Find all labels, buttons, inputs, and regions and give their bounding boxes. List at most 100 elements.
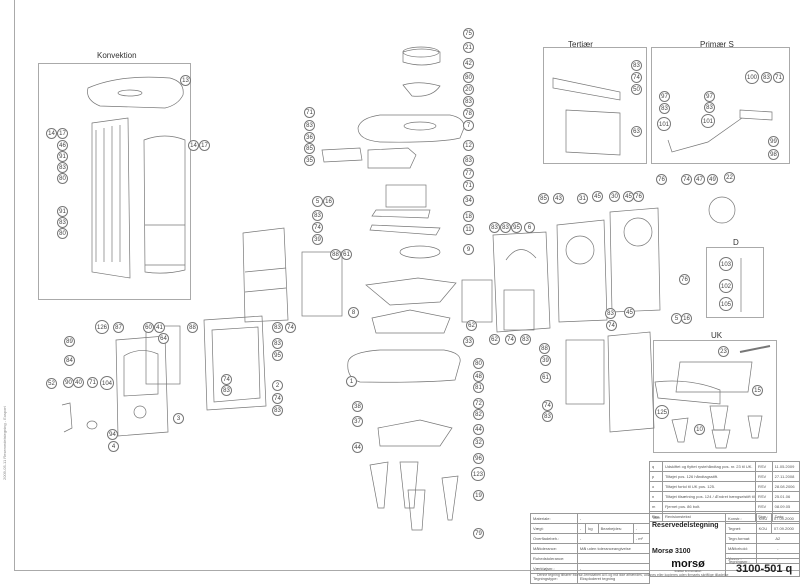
bearbejdes-value: - [632, 523, 651, 534]
part-number-balloon: 105 [719, 297, 733, 311]
part-number-balloon: 47 [694, 174, 705, 185]
part-number-balloon: 83 [272, 322, 283, 333]
part-leg-4 [441, 475, 459, 521]
part-number-balloon: 16 [323, 196, 334, 207]
part-leg-1 [369, 461, 389, 509]
part-number-balloon: 16 [681, 313, 692, 324]
part-number-balloon: 78 [463, 108, 474, 119]
part-number-balloon: 33 [463, 336, 474, 347]
part-number-balloon: 32 [473, 437, 484, 448]
part-number-balloon: 62 [466, 320, 477, 331]
part-door-frame [203, 315, 267, 411]
part-number-balloon: 76 [656, 174, 667, 185]
part-uk-grate [675, 361, 753, 393]
part-uk-leg-2 [709, 405, 729, 431]
part-top-cover [87, 76, 184, 109]
rev-text: Tilføjet tilsætning pos. 124 / Ændret hæ… [661, 491, 756, 502]
morso-logo: morsø kvalitet & innovation [664, 559, 712, 574]
rev-date: 08.09.05 [771, 501, 800, 512]
part-number-balloon: 101 [701, 114, 715, 128]
part-knob [86, 420, 98, 430]
rev-code: m [649, 501, 663, 512]
part-number-balloon: 42 [463, 58, 474, 69]
part-number-balloon: 83 [520, 334, 531, 345]
part-number-balloon: 21 [463, 42, 474, 53]
part-number-balloon: 38 [352, 401, 363, 412]
rev-text: Udskiftet og flyttet rystehåndtag pos. n… [661, 461, 756, 472]
part-leg-3 [407, 489, 426, 531]
part-number-balloon: 74 [681, 174, 692, 185]
rev-date: 28.08.2006 [771, 481, 800, 492]
section-primaer-s [651, 47, 790, 164]
part-rear-panel-31 [556, 219, 608, 323]
tegnet-date: 07.09.2000 [770, 523, 800, 534]
rev-sign: RSV [754, 461, 773, 472]
section-title-tertiaer: Tertiær [568, 40, 593, 49]
part-number-balloon: 22 [724, 172, 735, 183]
part-cover-22 [708, 196, 736, 224]
part-heat-shield-right [565, 339, 605, 405]
format-label: Tegn.format: [725, 533, 757, 544]
section-title-primaer-s: Primær S [700, 40, 734, 49]
part-number-balloon: 44 [473, 424, 484, 435]
part-number-balloon: 83 [312, 210, 323, 221]
part-number-balloon: 83 [500, 222, 511, 233]
part-number-balloon: 23 [718, 346, 729, 357]
part-bottom-plate [377, 419, 453, 447]
part-number-balloon: 77 [463, 168, 474, 179]
part-number-balloon: 7 [463, 120, 474, 131]
part-number-balloon: 62 [489, 334, 500, 345]
konstr-date: 07.09.2000 [770, 513, 800, 524]
title-block-title: Titel: Reservedelstegning Morsø 3100 mor… [649, 513, 726, 577]
skala-value: - [755, 543, 800, 554]
maal-label: Måltolerance: [530, 543, 578, 554]
part-uk-leg-4 [747, 415, 763, 439]
part-number-balloon: 31 [577, 193, 588, 204]
part-number-balloon: 83 [57, 217, 68, 228]
part-number-balloon: 19 [473, 490, 484, 501]
part-number-balloon: 88 [187, 322, 198, 333]
part-number-balloon: 44 [352, 442, 363, 453]
part-number-balloon: 88 [539, 343, 550, 354]
vaegt-value: - [576, 523, 587, 534]
rev-sign: RSV [754, 501, 773, 512]
part-number-balloon: 14 [46, 128, 57, 139]
part-number-balloon: 98 [768, 149, 779, 160]
tegnet-label: Tegnet: [725, 523, 757, 534]
part-number-balloon: 3 [173, 413, 184, 424]
part-flue-damper [402, 82, 441, 97]
part-number-balloon: 83 [272, 338, 283, 349]
rev-date: 27.11.2008 [771, 471, 800, 482]
rev-date: 11.05.2009 [771, 461, 800, 472]
part-number-balloon: 41 [154, 322, 165, 333]
part-number-balloon: 12 [463, 140, 474, 151]
skala-label: Målforhold: [725, 543, 757, 554]
section-title-uk: UK [711, 331, 723, 340]
part-number-balloon: 85 [304, 143, 315, 154]
part-number-balloon: 80 [463, 72, 474, 83]
part-number-balloon: 75 [463, 28, 474, 39]
rev-code: o [649, 481, 663, 492]
part-number-balloon: 46 [57, 140, 68, 151]
part-number-balloon: 79 [473, 528, 484, 539]
rev-sign: RSV [754, 491, 773, 502]
drawing-number: 3100-501 q [736, 563, 793, 575]
materiale-value: - [576, 513, 651, 524]
part-back-plate-62 [503, 289, 535, 331]
vaerktoj-label: Værktøjsnr.: [530, 563, 578, 574]
drawing-title: Reservedelstegning [652, 522, 719, 529]
part-number-balloon: 45 [592, 191, 603, 202]
part-baffle-bracket [367, 147, 417, 169]
part-number-balloon: 83 [272, 405, 283, 416]
part-air-control-bar [321, 147, 363, 163]
rev-code: p [649, 471, 663, 482]
part-number-balloon: 71 [463, 180, 474, 191]
part-number-balloon: 91 [57, 206, 68, 217]
part-number-balloon: 74 [272, 393, 283, 404]
part-number-balloon: 103 [719, 257, 733, 271]
part-number-balloon: 2 [272, 380, 283, 391]
